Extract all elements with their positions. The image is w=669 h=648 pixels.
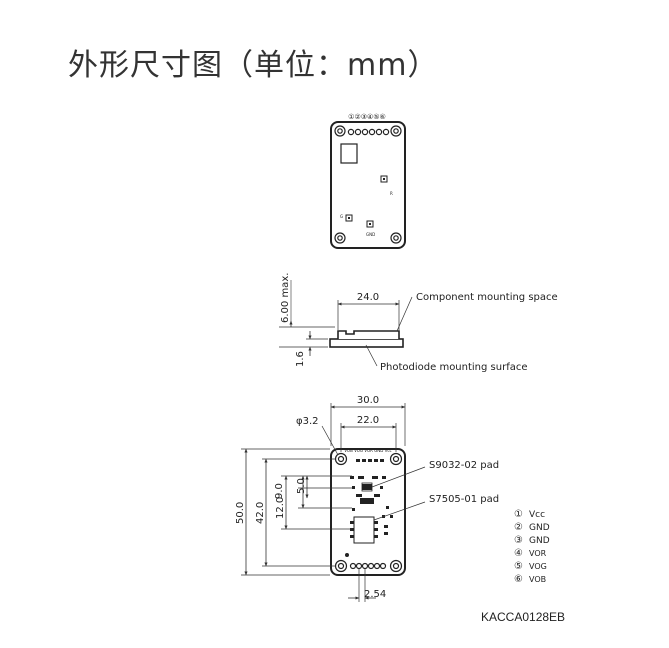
bottom-dim-width: 30.0 (357, 395, 379, 406)
svg-text:VOG: VOG (529, 562, 547, 571)
drawing-code: KACCA0128EB (481, 610, 566, 624)
svg-text:③: ③ (514, 535, 523, 546)
pin-legend-item: ② GND (514, 522, 550, 533)
pin-legend-item: ④ VOR (514, 548, 547, 559)
bottom-dim-9: 9.0 (274, 483, 285, 499)
label-s9032-pad: S9032-02 pad (429, 460, 499, 471)
svg-text:GND: GND (529, 523, 550, 533)
bottom-dim-12: 12.0 (275, 497, 286, 519)
svg-text:G: G (340, 214, 343, 219)
top-view-board: ①②③④⑤⑥ R G GND (330, 113, 406, 249)
svg-text:GND: GND (366, 232, 375, 237)
svg-text:①: ① (514, 509, 523, 520)
side-dim-board: 1.6 (295, 351, 306, 367)
bottom-view: VOB VOG VOR GND Vcc (235, 395, 499, 602)
pin-legend-item: ⑤ VOG (514, 561, 547, 572)
label-s7505-pad: S7505-01 pad (429, 494, 499, 505)
bottom-dim-pitch: 2.54 (364, 589, 386, 600)
side-view: 24.0 6.00 max. 1.6 Component mounting sp… (279, 273, 558, 373)
svg-text:GND: GND (529, 536, 550, 546)
pin-legend-item: ③ GND (514, 535, 550, 546)
side-dim-width: 24.0 (357, 292, 379, 303)
pin-legend: ① Vcc ② GND ③ GND ④ VOR ⑤ VOG ⑥ VOB (514, 509, 550, 585)
svg-text:⑤: ⑤ (514, 561, 523, 572)
svg-text:VOB: VOB (529, 575, 546, 584)
bottom-dim-hole-height: 42.0 (255, 502, 266, 524)
pin-legend-item: ⑥ VOB (514, 574, 546, 585)
page-title: 外形尺寸图（单位：mm） (68, 48, 439, 83)
label-component-space: Component mounting space (416, 292, 558, 303)
bottom-dim-hole-spacing: 22.0 (357, 415, 379, 426)
bottom-dim-hole-dia: φ3.2 (296, 416, 319, 427)
side-dim-height-max: 6.00 max. (280, 273, 291, 323)
svg-text:⑥: ⑥ (514, 574, 523, 585)
label-photodiode-surface: Photodiode mounting surface (380, 362, 528, 373)
bottom-dim-5: 5.0 (296, 478, 307, 494)
pin-legend-item: ① Vcc (514, 509, 545, 520)
svg-text:②: ② (514, 522, 523, 533)
svg-text:R: R (390, 191, 393, 196)
svg-text:Vcc: Vcc (529, 510, 545, 520)
bottom-dim-height: 50.0 (235, 502, 246, 524)
svg-text:④: ④ (514, 548, 523, 559)
svg-text:VOB VOG VOR GND Vcc: VOB VOG VOR GND Vcc (344, 448, 391, 453)
svg-text:VOR: VOR (529, 549, 547, 558)
top-view-pin-labels: ①②③④⑤⑥ (348, 113, 386, 121)
